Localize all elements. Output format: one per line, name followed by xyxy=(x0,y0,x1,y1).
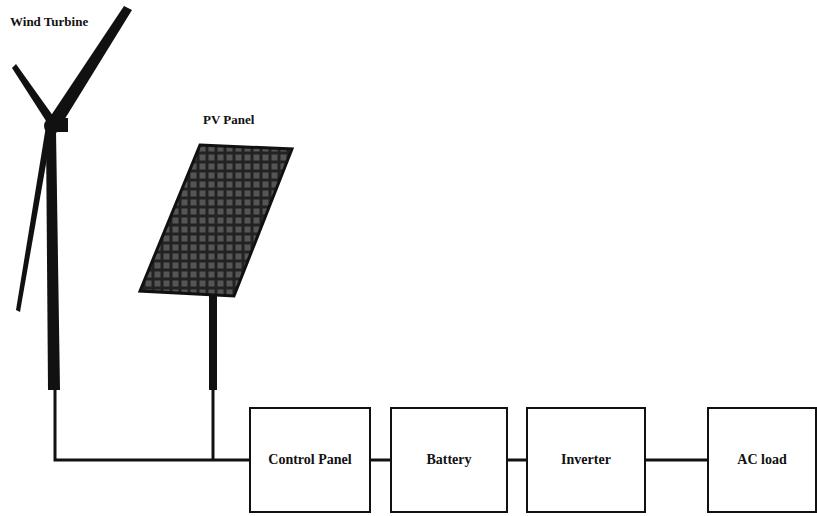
turbine-label: Wind Turbine xyxy=(10,14,88,30)
wire-connector xyxy=(508,460,526,461)
pv-panel xyxy=(140,145,292,390)
battery-box: Battery xyxy=(390,407,508,513)
ac-load-box: AC load xyxy=(707,407,817,513)
box-label: Battery xyxy=(426,452,471,468)
wire-connector xyxy=(646,460,707,461)
wire-connector xyxy=(371,460,390,461)
source-wires xyxy=(55,388,249,460)
control-panel-box: Control Panel xyxy=(249,407,371,513)
wind-turbine xyxy=(12,6,132,390)
box-label: Inverter xyxy=(561,452,611,468)
panel-label: PV Panel xyxy=(203,112,254,128)
box-label: Control Panel xyxy=(268,452,351,468)
inverter-box: Inverter xyxy=(526,407,646,513)
box-label: AC load xyxy=(737,452,786,468)
